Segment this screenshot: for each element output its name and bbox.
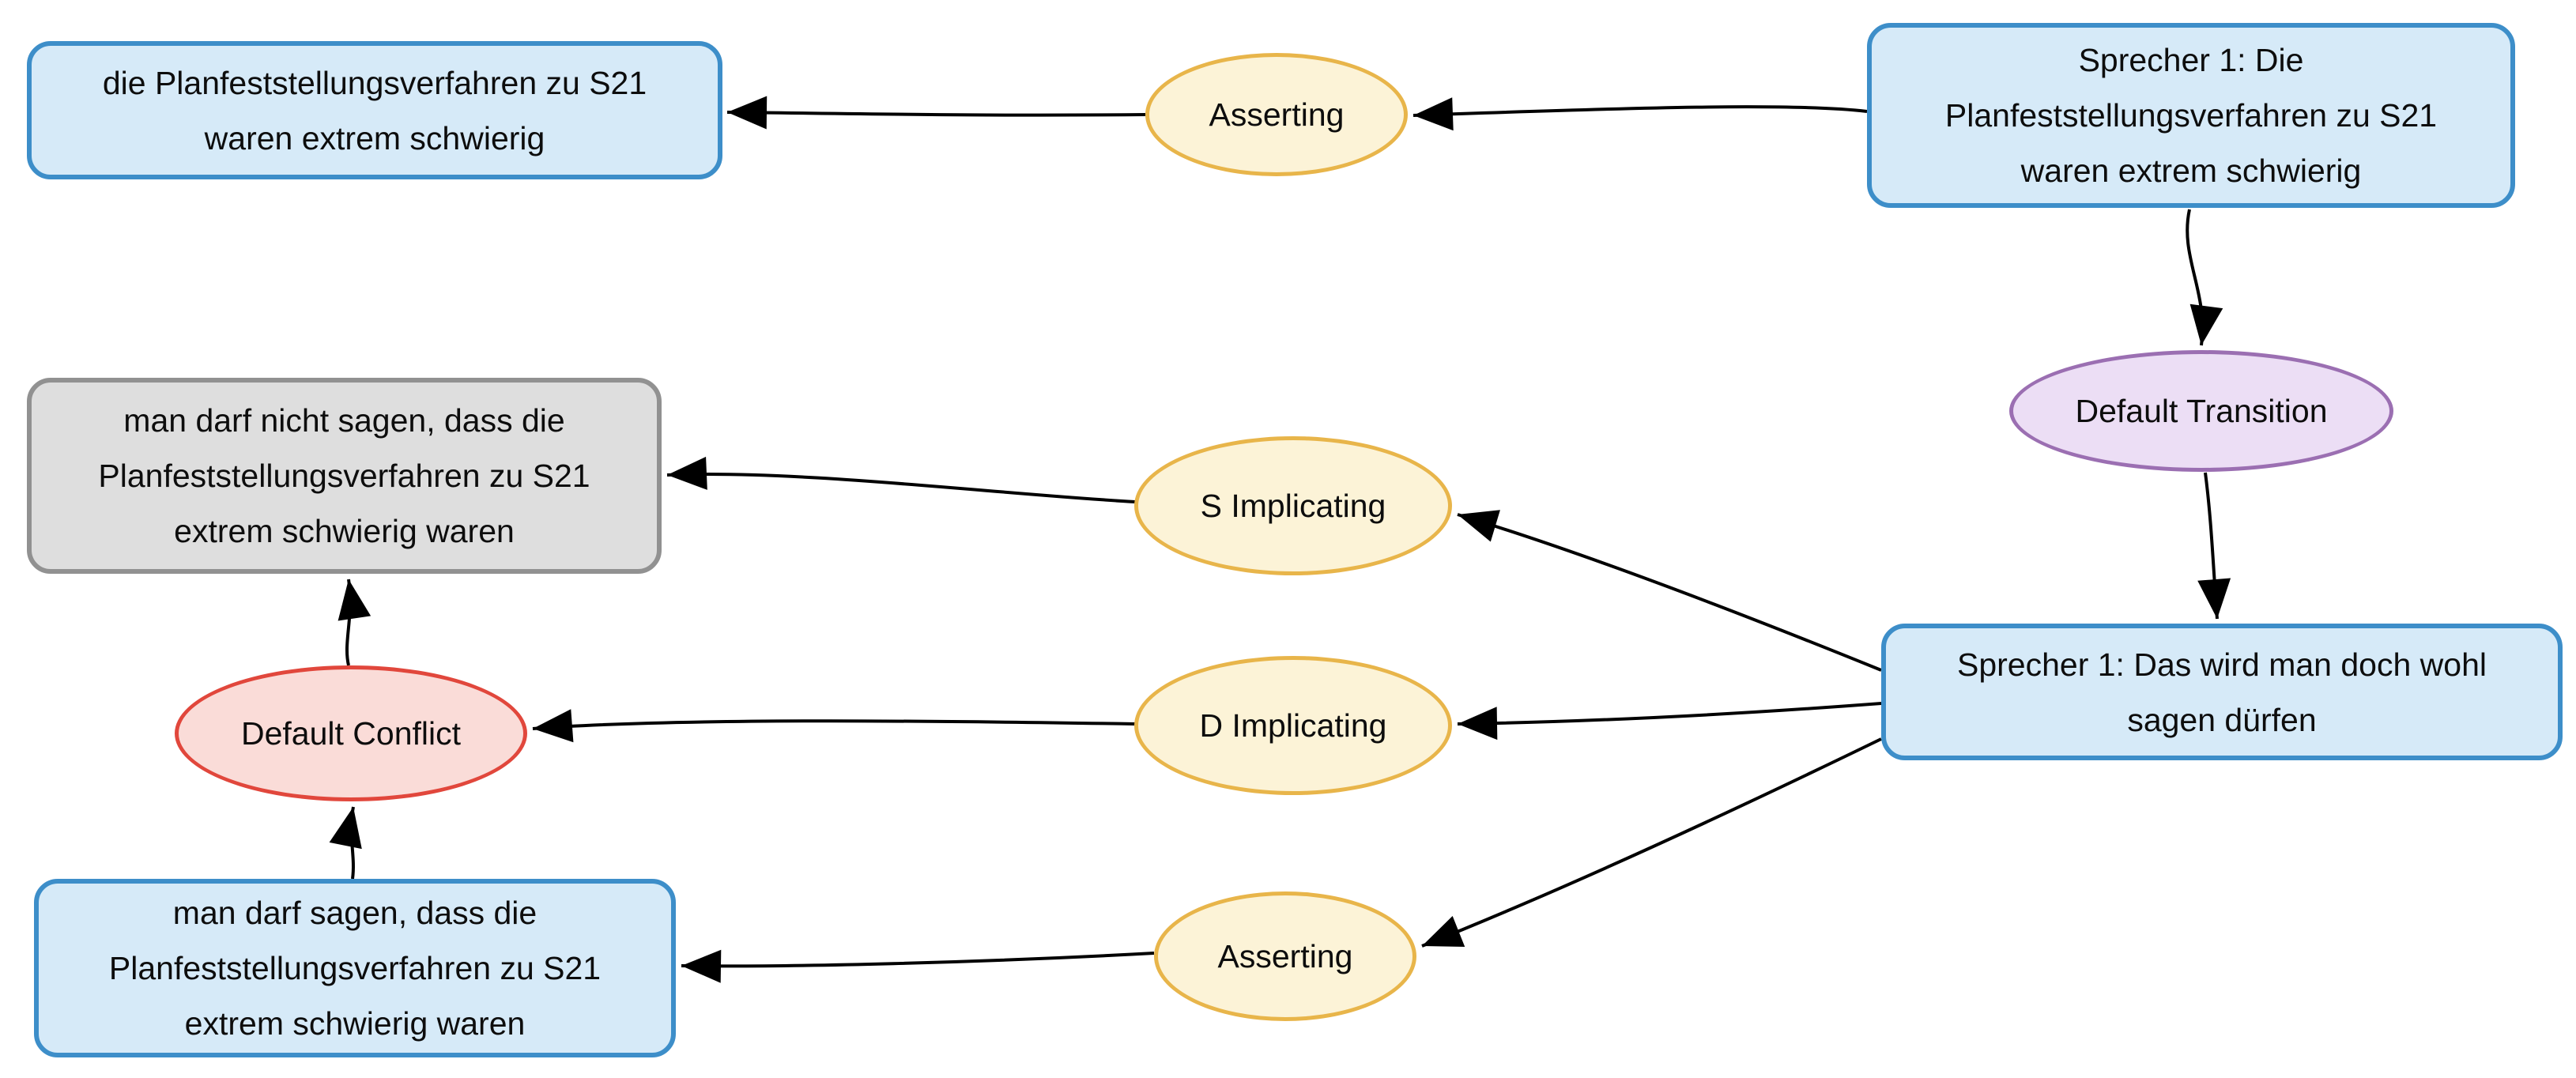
edge-locution1-to-asserting-top [1412,97,1868,131]
node-label: man darf sagen, dass die Planfeststellun… [108,895,602,1042]
node-label: man darf nicht sagen, dass die Planfests… [98,402,590,549]
node-claim-schwierig[interactable]: die Planfeststellungsverfahren zu S21 wa… [27,41,722,179]
edge-locution1-to-default-transition [2186,209,2223,346]
edge-s-implicating-to-claim-darf-nicht-sagen [666,456,1136,503]
node-s-implicating[interactable]: S Implicating [1134,436,1452,575]
node-label: Sprecher 1: Das wird man doch wohl sagen… [1957,646,2487,738]
edge-claim-darf-sagen-to-default-conflict [329,806,362,880]
edge-locution2-to-asserting-bottom [1421,737,1882,948]
node-label: Sprecher 1: Die Planfeststellungsverfahr… [1944,42,2438,189]
node-locution-sprecher1-die[interactable]: Sprecher 1: Die Planfeststellungsverfahr… [1867,23,2515,208]
edge-asserting-bottom-to-claim-darf-sagen [681,949,1155,983]
node-label: Default Transition [2075,393,2328,429]
node-label: S Implicating [1200,488,1386,524]
edge-default-conflict-to-claim-darf-nicht-sagen [338,579,372,666]
edge-default-transition-to-locution2 [2197,472,2231,620]
node-label: Asserting [1209,96,1345,133]
node-locution-sprecher1-das[interactable]: Sprecher 1: Das wird man doch wohl sagen… [1881,624,2563,760]
node-claim-darf-sagen[interactable]: man darf sagen, dass die Planfeststellun… [34,879,676,1057]
node-label: die Planfeststellungsverfahren zu S21 wa… [102,64,647,156]
node-default-conflict[interactable]: Default Conflict [175,665,527,801]
node-label: Asserting [1217,938,1353,974]
edge-asserting-top-to-claim-schwierig [726,96,1146,130]
node-label: D Implicating [1199,707,1387,744]
node-asserting-bottom[interactable]: Asserting [1154,891,1416,1021]
node-asserting-top[interactable]: Asserting [1145,53,1408,176]
node-label: Default Conflict [240,715,461,752]
node-claim-darf-nicht-sagen[interactable]: man darf nicht sagen, dass die Planfests… [27,378,662,574]
edge-d-implicating-to-default-conflict [532,709,1136,743]
edge-locution2-to-s-implicating [1457,510,1882,672]
edge-locution2-to-d-implicating [1457,702,1882,741]
node-d-implicating[interactable]: D Implicating [1134,656,1452,795]
node-default-transition[interactable]: Default Transition [2009,350,2393,472]
